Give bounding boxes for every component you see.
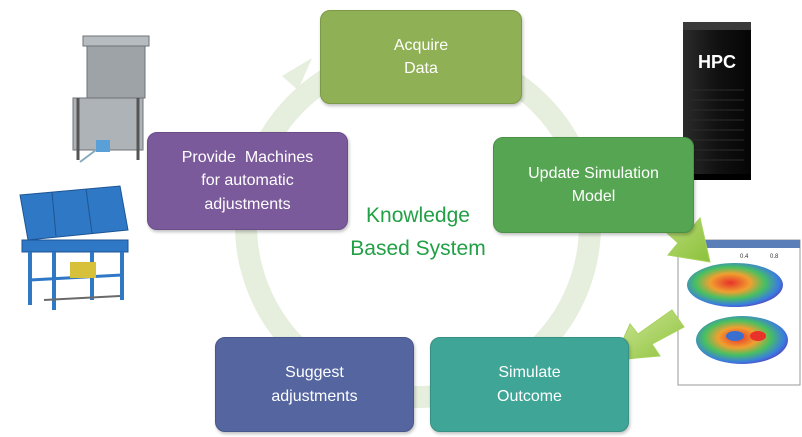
- step-label-line: Model: [571, 188, 616, 205]
- step-label-line: adjustments: [204, 195, 291, 213]
- center-title: Knowledge Based System: [318, 200, 518, 265]
- step-label-line: Data: [404, 60, 438, 77]
- step-label-line: for automatic: [201, 172, 294, 190]
- step-simulate-outcome: Simulate Outcome: [430, 337, 629, 432]
- simulation-plot-image: 0.0 0.4 0.8: [677, 239, 801, 386]
- svg-text:0.8: 0.8: [770, 254, 779, 260]
- hpc-server-image: [683, 22, 751, 180]
- arrow-plot-to-simulate: [613, 309, 685, 361]
- step-label-line: adjustments: [271, 387, 358, 405]
- step-label-line: Update Simulation: [528, 164, 659, 182]
- center-title-line: Based System: [350, 236, 486, 260]
- step-label-line: Suggest: [285, 364, 344, 382]
- svg-text:0.4: 0.4: [740, 254, 749, 260]
- cycle-ring-arrowhead: [282, 58, 312, 90]
- step-update-simulation-model: Update Simulation Model: [493, 137, 694, 233]
- step-acquire-data: Acquire Data: [320, 10, 522, 104]
- step-label-line: Simulate: [498, 364, 561, 382]
- step-label-line: Provide Machines: [181, 149, 314, 167]
- step-label-line: Acquire: [393, 36, 449, 54]
- machine-image-upper: [72, 35, 150, 163]
- center-title-line: Knowledge: [366, 204, 470, 227]
- step-label-line: Outcome: [497, 387, 562, 405]
- hpc-label: HPC: [697, 52, 736, 72]
- step-provide-machines: Provide Machines for automatic adjustmen…: [147, 132, 348, 230]
- step-suggest-adjustments: Suggest adjustments: [215, 337, 414, 432]
- machine-image-lower: [19, 185, 129, 310]
